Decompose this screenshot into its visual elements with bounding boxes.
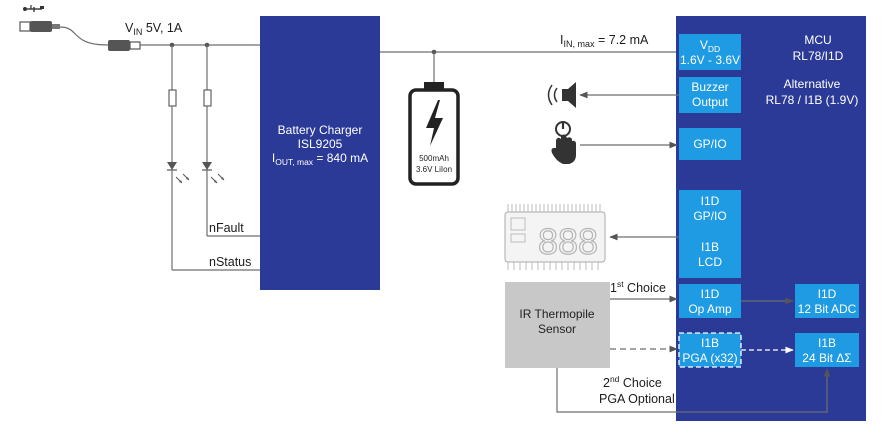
usb-cable-icon	[108, 40, 141, 51]
nstatus-label: nStatus	[209, 255, 251, 269]
usb-plug-icon	[19, 21, 60, 32]
resistor-fault	[203, 89, 212, 107]
second-choice-label: 2nd Choice	[603, 374, 662, 390]
battery-chemistry: 3.6V LiIon	[416, 165, 452, 174]
adc-line2: 12 Bit ADC	[798, 302, 857, 316]
pga-line2: PGA (x32)	[682, 351, 737, 365]
charger-title: Battery Charger	[278, 123, 363, 137]
vin-label: VIN 5V, 1A	[125, 21, 183, 37]
sensor-line1: IR Thermopile	[519, 307, 594, 321]
mcu-alt-label: Alternative	[784, 77, 841, 91]
opamp-line2: Op Amp	[688, 302, 732, 316]
touch-button-icon	[551, 121, 576, 164]
led-icon	[167, 162, 190, 184]
battery-bolt-icon	[408, 82, 460, 186]
usb-icon	[23, 5, 44, 12]
led-icon	[202, 162, 225, 184]
dsigma-line1: I1B	[818, 336, 836, 350]
charger-iout: IOUT, max = 840 mA	[272, 151, 368, 167]
first-choice-label: 1st Choice	[610, 279, 666, 295]
lcd-digits: 888	[538, 221, 598, 262]
lcd-block-line1: I1D	[701, 194, 720, 208]
buzzer-line1: Buzzer	[691, 80, 728, 94]
mcu-part: RL78/I1D	[793, 49, 844, 63]
nfault-label: nFault	[209, 221, 244, 235]
buzzer-line2: Output	[692, 95, 729, 109]
gpio-label: GP/IO	[693, 137, 726, 151]
pga-block	[678, 332, 742, 368]
pga-optional-label: PGA Optional	[599, 392, 675, 406]
delta-sigma-block	[795, 333, 859, 367]
sensor-line2: Sensor	[538, 322, 576, 336]
adc-block	[795, 284, 859, 318]
lcd-block-line4: LCD	[698, 255, 722, 269]
gpio-block	[679, 128, 741, 160]
mcu-alt-part: RL78 / I1B (1.9V)	[766, 93, 859, 107]
opamp-line1: I1D	[701, 287, 720, 301]
lcd-block-line2: GP/IO	[693, 209, 726, 223]
adc-line1: I1D	[818, 287, 837, 301]
lcd-driver-block	[679, 190, 741, 278]
buzzer-block	[679, 77, 741, 113]
vdd-label: VDD	[700, 38, 720, 54]
dsigma-line2: 24 Bit ΔΣ	[802, 351, 851, 365]
charger-part: ISL9205	[298, 137, 343, 151]
battery-charger-block	[260, 16, 380, 290]
mcu-title: MCU	[804, 33, 831, 47]
vdd-block	[679, 34, 741, 70]
battery-capacity: 500mAh	[419, 154, 449, 163]
opamp-block	[679, 284, 741, 318]
vdd-range: 1.6V - 3.6V	[680, 53, 740, 67]
lcd-display-icon	[504, 204, 606, 270]
speaker-icon	[547, 82, 576, 108]
resistor-status	[168, 89, 177, 107]
iin-label: IIN, max = 7.2 mA	[560, 33, 649, 49]
pga-line1: I1B	[701, 336, 719, 350]
ir-sensor-block	[505, 282, 610, 368]
lcd-block-line3: I1B	[701, 240, 719, 254]
